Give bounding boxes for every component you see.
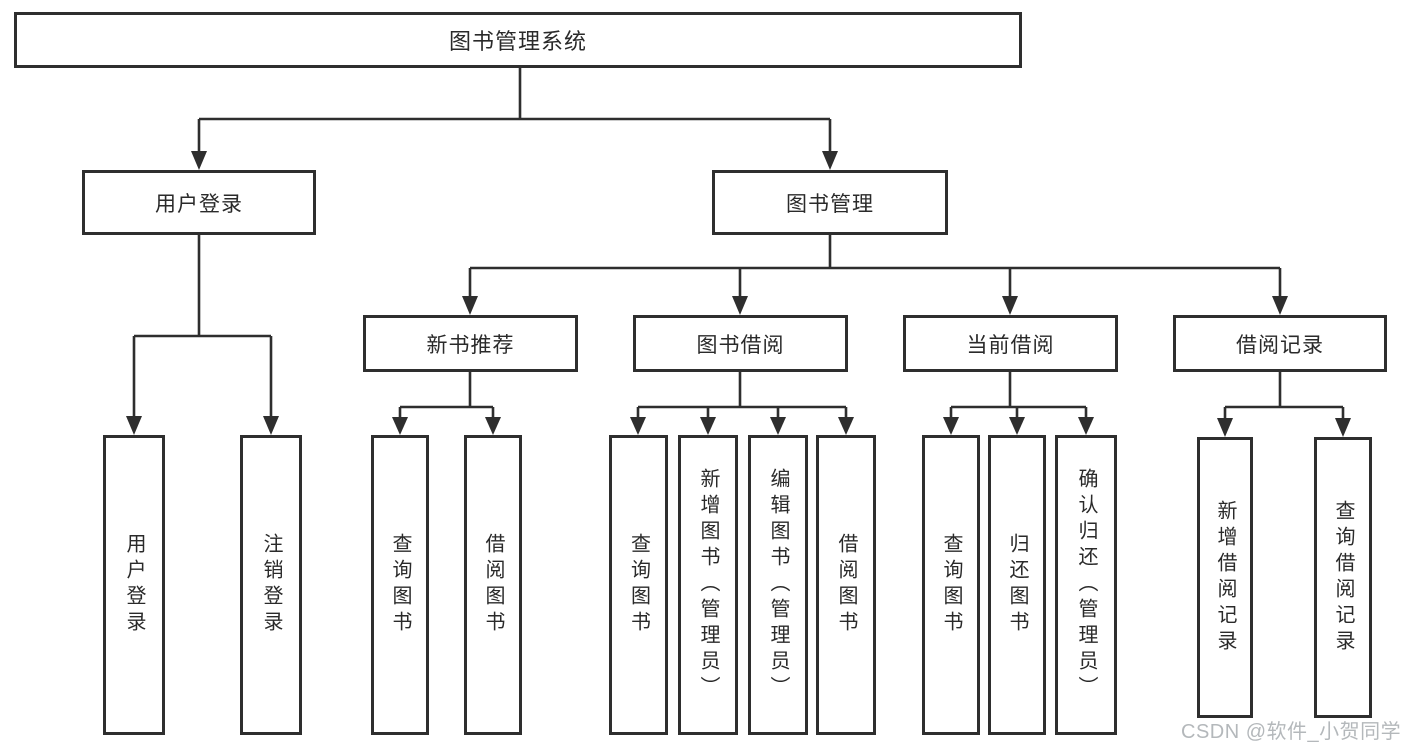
leaf-borrow-books: 借阅图书 bbox=[816, 435, 876, 735]
arrow-down-icon bbox=[630, 417, 646, 435]
arrow-down-icon bbox=[732, 296, 748, 315]
node-book-management: 图书管理 bbox=[712, 170, 948, 235]
connector-new-book-recommend-to-leaves bbox=[392, 372, 501, 435]
connector-book-borrow-to-leaves bbox=[630, 372, 854, 435]
leaf-query-books-current: 查询图书 bbox=[922, 435, 980, 735]
leaf-confirm-return-admin: 确认归还（管理员） bbox=[1055, 435, 1117, 735]
connector-root-to-level2 bbox=[191, 68, 838, 170]
arrow-down-icon bbox=[392, 417, 408, 435]
connector-current-borrow-to-leaves bbox=[943, 372, 1094, 435]
arrow-down-icon bbox=[770, 417, 786, 435]
arrow-down-icon bbox=[1002, 296, 1018, 315]
leaf-add-borrow-record: 新增借阅记录 bbox=[1197, 437, 1253, 718]
connector-borrow-records-to-leaves bbox=[1217, 372, 1351, 437]
leaf-query-books-recommend: 查询图书 bbox=[371, 435, 429, 735]
connector-book-management-to-level3 bbox=[462, 235, 1288, 315]
leaf-query-books-borrow: 查询图书 bbox=[609, 435, 668, 735]
node-borrow-records: 借阅记录 bbox=[1173, 315, 1387, 372]
arrow-down-icon bbox=[126, 416, 142, 435]
csdn-watermark: CSDN @软件_小贺同学 bbox=[1181, 721, 1402, 743]
leaf-edit-books-admin: 编辑图书（管理员） bbox=[748, 435, 808, 735]
leaf-logout: 注销登录 bbox=[240, 435, 302, 735]
arrow-down-icon bbox=[462, 296, 478, 315]
node-current-borrow: 当前借阅 bbox=[903, 315, 1118, 372]
node-book-borrow: 图书借阅 bbox=[633, 315, 848, 372]
leaf-return-books: 归还图书 bbox=[988, 435, 1046, 735]
arrow-down-icon bbox=[1217, 418, 1233, 437]
arrow-down-icon bbox=[485, 417, 501, 435]
arrow-down-icon bbox=[700, 417, 716, 435]
arrow-down-icon bbox=[838, 417, 854, 435]
arrow-down-icon bbox=[1009, 417, 1025, 435]
node-root-library-system: 图书管理系统 bbox=[14, 12, 1022, 68]
node-new-book-recommend: 新书推荐 bbox=[363, 315, 578, 372]
arrow-down-icon bbox=[263, 416, 279, 435]
arrow-down-icon bbox=[1335, 418, 1351, 437]
connector-user-login-to-leaves bbox=[126, 235, 279, 435]
leaf-add-books-admin: 新增图书（管理员） bbox=[678, 435, 738, 735]
arrow-down-icon bbox=[191, 151, 207, 170]
arrow-down-icon bbox=[1078, 417, 1094, 435]
leaf-borrow-books-recommend: 借阅图书 bbox=[464, 435, 522, 735]
arrow-down-icon bbox=[1272, 296, 1288, 315]
arrow-down-icon bbox=[822, 151, 838, 170]
arrow-down-icon bbox=[943, 417, 959, 435]
leaf-query-borrow-record: 查询借阅记录 bbox=[1314, 437, 1372, 718]
node-user-login: 用户登录 bbox=[82, 170, 316, 235]
leaf-user-login: 用户登录 bbox=[103, 435, 165, 735]
